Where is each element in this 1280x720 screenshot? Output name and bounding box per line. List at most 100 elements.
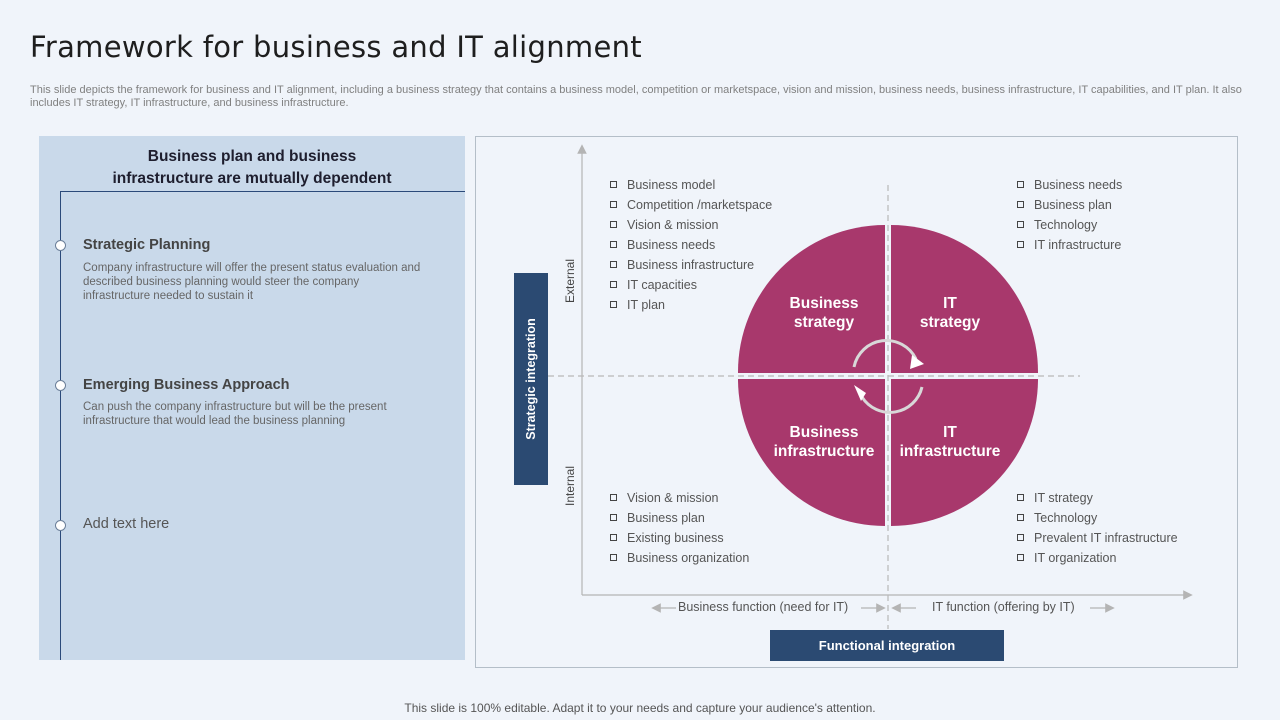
list-item: IT infrastructure [1017, 235, 1122, 255]
list-item: IT organization [1017, 548, 1178, 568]
footer-note: This slide is 100% editable. Adapt it to… [404, 701, 876, 715]
quadrant-label-business-infrastructure: Business infrastructure [754, 423, 894, 461]
list-item: Existing business [610, 528, 749, 548]
quadrant-it-strategy [891, 225, 1039, 373]
ql-bl-1: Business [789, 424, 859, 441]
item-title-emerging-business: Emerging Business Approach [83, 377, 290, 393]
checkbox-bullet-icon [610, 181, 617, 188]
item-desc-strategic-planning: Company infrastructure will offer the pr… [83, 262, 421, 302]
list-item: Vision & mission [610, 488, 749, 508]
left-panel: Business plan and business infrastructur… [39, 136, 465, 660]
left-panel-heading: Business plan and business infrastructur… [39, 146, 465, 190]
quadrant-label-it-infrastructure: IT infrastructure [880, 423, 1020, 461]
list-item: Vision & mission [610, 215, 772, 235]
timeline-dot-1 [55, 240, 66, 251]
checkbox-bullet-icon [1017, 534, 1024, 541]
strategic-integration-label: Strategic integration [524, 318, 538, 440]
checkbox-bullet-icon [610, 281, 617, 288]
list-item-text: Competition /marketspace [627, 198, 773, 212]
list-item-text: Vision & mission [627, 491, 719, 505]
checkbox-bullet-icon [1017, 554, 1024, 561]
ql-br-1: IT [943, 424, 957, 441]
axis-label-external: External [563, 258, 578, 304]
list-item-text: Business model [627, 178, 716, 192]
ql-tr-1: IT [943, 295, 957, 312]
left-heading-line1: Business plan and business [147, 148, 357, 165]
list-item-text: Business needs [627, 238, 716, 252]
left-heading-line2: infrastructure are mutually dependent [112, 170, 392, 187]
checkbox-bullet-icon [1017, 201, 1024, 208]
list-item-text: IT plan [627, 298, 665, 312]
list-item-text: IT organization [1034, 551, 1117, 565]
checkbox-bullet-icon [610, 301, 617, 308]
ql-br-2: infrastructure [899, 443, 1001, 460]
item-title-add-text[interactable]: Add text here [83, 516, 170, 532]
quadrant-label-business-strategy: Business strategy [754, 294, 894, 332]
checkbox-bullet-icon [610, 241, 617, 248]
list-item: Business needs [610, 235, 772, 255]
list-item-text: Business infrastructure [627, 258, 755, 272]
quadrant-business-infrastructure [738, 379, 885, 526]
checkbox-bullet-icon [610, 514, 617, 521]
page-title: Framework for business and IT alignment [30, 30, 642, 64]
caption-it-function: IT function (offering by IT) [932, 600, 1075, 614]
list-item: Prevalent IT infrastructure [1017, 528, 1178, 548]
functional-integration-bar: Functional integration [770, 630, 1004, 661]
list-item-text: Business plan [627, 511, 705, 525]
framework-diagram-panel: Business strategy IT strategy Business i… [475, 136, 1238, 668]
list-item-text: Vision & mission [627, 218, 719, 232]
item-desc-emerging-business: Can push the company infrastructure but … [83, 401, 387, 427]
timeline-vertical-line [60, 191, 61, 660]
list-item: Business organization [610, 548, 749, 568]
ql-bl-2: infrastructure [773, 443, 875, 460]
timeline-dot-2 [55, 380, 66, 391]
checkbox-bullet-icon [610, 534, 617, 541]
ql-tl-2: strategy [793, 314, 855, 331]
cycle-arrows-icon [852, 339, 924, 414]
heading-underline [60, 191, 465, 192]
list-item: Competition /marketspace [610, 195, 772, 215]
checkbox-bullet-icon [610, 201, 617, 208]
ql-tl-1: Business [789, 295, 859, 312]
checkbox-bullet-icon [610, 261, 617, 268]
checkbox-bullet-icon [1017, 181, 1024, 188]
list-item-text: IT strategy [1034, 491, 1093, 505]
axis-label-internal: Internal [563, 465, 578, 507]
list-item-text: Technology [1034, 511, 1098, 525]
checkbox-bullet-icon [1017, 514, 1024, 521]
framework-diagram-svg [548, 144, 1193, 629]
list-item-text: Business plan [1034, 198, 1112, 212]
list-item: IT strategy [1017, 488, 1178, 508]
ql-tr-2: strategy [919, 314, 981, 331]
strategic-integration-bar: Strategic integration [514, 273, 548, 485]
checkbox-bullet-icon [1017, 241, 1024, 248]
list-item-text: Technology [1034, 218, 1098, 232]
quadrant-business-strategy [737, 225, 885, 373]
list-item: Business needs [1017, 175, 1122, 195]
list-item-text: Existing business [627, 531, 724, 545]
list-item-text: IT infrastructure [1034, 238, 1122, 252]
caption-business-function: Business function (need for IT) [678, 600, 849, 614]
list-item: Technology [1017, 215, 1122, 235]
checkbox-bullet-icon [610, 494, 617, 501]
quadrant-label-it-strategy: IT strategy [880, 294, 1020, 332]
list-item-text: IT capacities [627, 278, 697, 292]
cycle-arrowhead-2 [854, 385, 866, 401]
list-item: IT capacities [610, 275, 772, 295]
checkbox-bullet-icon [1017, 221, 1024, 228]
list-item: Technology [1017, 508, 1178, 528]
list-item-text: Business organization [627, 551, 750, 565]
list-item-text: Business needs [1034, 178, 1123, 192]
list-item-text: Prevalent IT infrastructure [1034, 531, 1178, 545]
quadrant-it-infrastructure [891, 379, 1038, 526]
cycle-arrowhead-1 [910, 355, 924, 369]
item-title-strategic-planning: Strategic Planning [83, 237, 211, 253]
checkbox-bullet-icon [610, 221, 617, 228]
timeline-dot-3 [55, 520, 66, 531]
checkbox-bullet-icon [610, 554, 617, 561]
list-item: Business plan [1017, 195, 1122, 215]
